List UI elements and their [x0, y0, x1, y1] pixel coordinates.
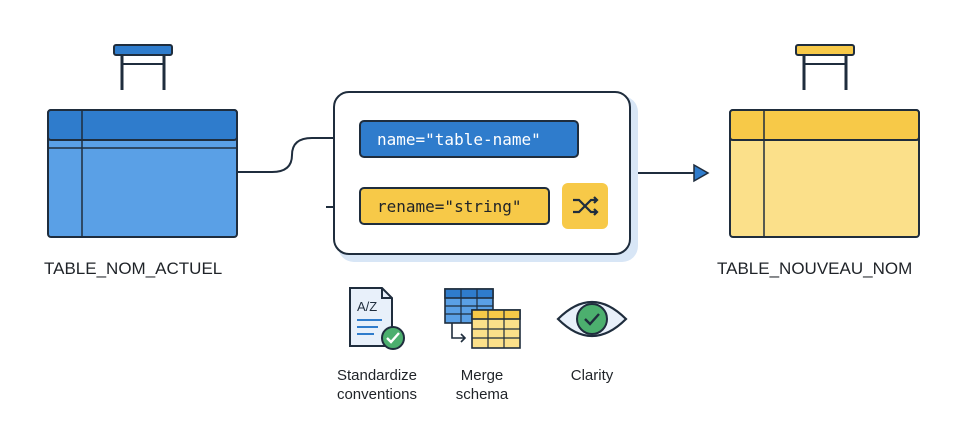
- shuffle-button: [562, 183, 608, 229]
- source-table-label: TABLE_NOM_ACTUEL: [44, 259, 223, 278]
- source-stool-icon: [113, 44, 173, 90]
- svg-text:A/Z: A/Z: [357, 299, 377, 314]
- process-box: [333, 91, 638, 262]
- benefit-label-clarity-line: Clarity: [570, 367, 614, 384]
- connector-source-to-name: [238, 137, 350, 173]
- shuffle-icon: [573, 196, 599, 216]
- rename-param: rename="string": [359, 187, 550, 225]
- benefit-label-clarity: Clarity: [542, 366, 642, 385]
- target-table-graphic: [729, 44, 920, 238]
- target-table-label: TABLE_NOUVEAU_NOM: [717, 259, 913, 278]
- source-table-icon: [47, 109, 238, 238]
- target-stool-icon: [795, 44, 855, 90]
- eye-check-icon: [556, 300, 628, 338]
- arrowhead-target: [693, 163, 710, 183]
- name-param: name="table-name": [359, 120, 579, 158]
- target-table-icon: [729, 109, 920, 238]
- source-table-graphic: [47, 44, 238, 238]
- merge-tables-icon: [444, 288, 521, 349]
- document-check-icon: A/Z: [349, 287, 405, 350]
